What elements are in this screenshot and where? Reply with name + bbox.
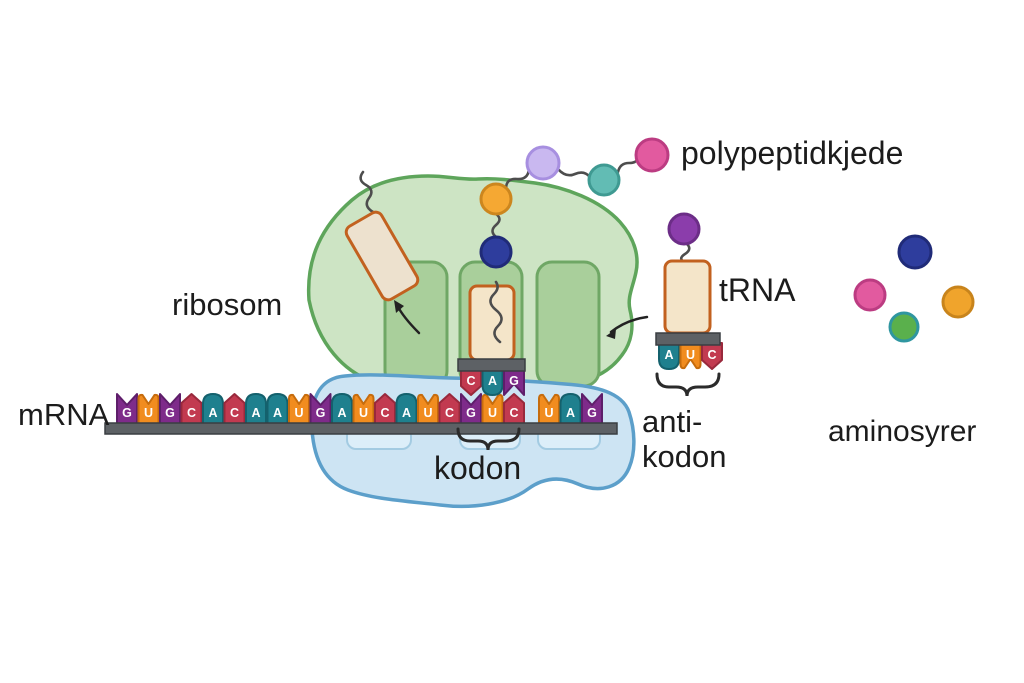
svg-text:A: A (402, 406, 411, 420)
nucleotide-C: C (180, 393, 203, 426)
svg-text:A: A (566, 406, 575, 420)
anticodon-label: anti- kodon (642, 404, 726, 474)
blue-amino (897, 234, 933, 270)
ribosome-site-a (535, 260, 601, 388)
exiting-trna-body (344, 210, 420, 302)
nucleotide-U: U (288, 393, 310, 426)
svg-text:G: G (509, 374, 519, 388)
nucleotide-U: U (352, 393, 375, 426)
svg-text:A: A (273, 406, 282, 420)
nucleotide-A: A (395, 393, 418, 426)
nucleotide-U: U (417, 393, 439, 426)
green-amino (888, 311, 920, 343)
svg-text:U: U (488, 406, 497, 420)
pink-residue (634, 137, 670, 173)
nucleotide-A: A (559, 393, 582, 426)
trna-exit-arrow (394, 300, 421, 335)
svg-text:G: G (165, 406, 175, 420)
polypeptide-label: polypeptidkjede (681, 135, 904, 171)
svg-text:C: C (445, 406, 454, 420)
nucleotide-A: A (658, 342, 680, 370)
free-trna-bar (655, 332, 721, 346)
svg-text:C: C (230, 406, 239, 420)
anticodon-brace (655, 372, 721, 397)
blue-residue (479, 235, 513, 269)
nucleotide-U: U (137, 393, 160, 426)
svg-text:A: A (337, 406, 346, 420)
pink-amino (853, 278, 887, 312)
nucleotide-A: A (245, 393, 267, 426)
svg-text:U: U (359, 406, 368, 420)
trna-enter-arrow (606, 315, 649, 339)
svg-text:U: U (294, 406, 303, 420)
svg-text:A: A (664, 348, 673, 362)
amino-pool-label: aminosyrer (828, 415, 977, 448)
svg-text:C: C (187, 406, 196, 420)
svg-text:G: G (122, 406, 132, 420)
nucleotide-G: G (116, 393, 138, 426)
trna-label: tRNA (719, 272, 796, 308)
polypeptide-chain (479, 137, 670, 269)
codon-label: kodon (434, 450, 522, 486)
svg-text:C: C (509, 406, 518, 420)
nucleotide-G: G (159, 393, 181, 426)
nucleotide-A: A (481, 368, 504, 396)
svg-text:A: A (488, 374, 497, 388)
exiting-trna-squiggle (359, 170, 375, 214)
svg-text:A: A (208, 406, 217, 420)
nucleotide-U: U (538, 393, 560, 426)
bound-trna-bar (457, 358, 526, 372)
anticodon-label-line2: kodon (642, 439, 727, 474)
nucleotide-U: U (481, 393, 504, 426)
svg-text:G: G (587, 406, 597, 420)
svg-text:C: C (380, 406, 389, 420)
nucleotide-A: A (331, 393, 353, 426)
orange-residue (479, 182, 513, 216)
amino-acid-pool (853, 234, 975, 343)
free-trna-amino-acid (667, 212, 701, 246)
free-trna-body (663, 259, 712, 335)
svg-text:U: U (686, 348, 695, 362)
svg-text:U: U (423, 406, 432, 420)
nucleotide-A: A (202, 393, 224, 426)
svg-text:U: U (144, 406, 153, 420)
nucleotide-C: C (701, 342, 723, 370)
nucleotide-C: C (223, 393, 246, 426)
svg-text:C: C (466, 374, 475, 388)
mrna-label: mRNA (18, 397, 110, 432)
svg-text:G: G (466, 406, 476, 420)
nucleotide-U: U (679, 342, 702, 370)
svg-text:C: C (707, 348, 716, 362)
codon-brace (456, 427, 521, 451)
svg-text:U: U (544, 406, 553, 420)
orange-amino (941, 285, 975, 319)
svg-text:A: A (251, 406, 260, 420)
mrna-backbone-bar (104, 422, 618, 435)
nucleotide-A: A (266, 393, 289, 426)
svg-text:G: G (316, 406, 326, 420)
lavender-residue (525, 145, 561, 181)
teal-residue (587, 163, 621, 197)
anticodon-label-line1: anti- (642, 404, 703, 439)
ribosome-label: ribosom (172, 287, 283, 322)
